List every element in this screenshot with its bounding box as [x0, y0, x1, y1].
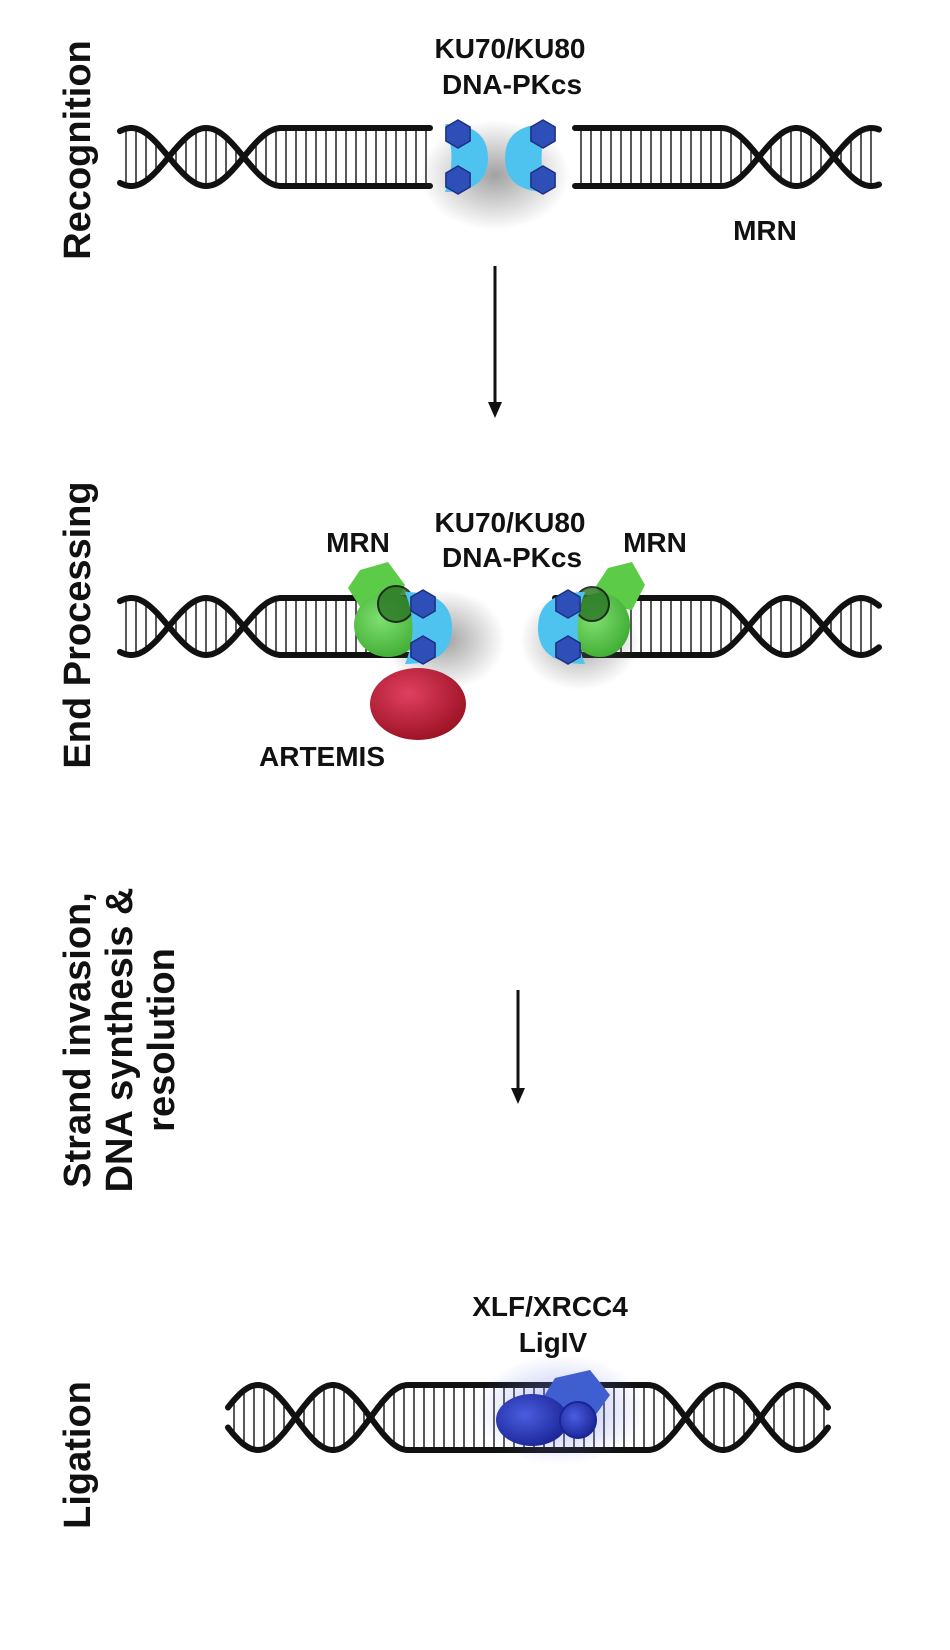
dna-strand — [117, 125, 433, 190]
dna-pkcs-hexagon-icon — [530, 165, 556, 195]
dna-pkcs-hexagon-icon — [555, 635, 581, 665]
stage-label-ligation: Ligation — [57, 1381, 99, 1529]
label-xlf-line2: LigIV — [519, 1327, 588, 1358]
ligiv-circle-icon — [559, 1401, 597, 1439]
dna-pkcs-hexagon-icon — [445, 119, 471, 149]
strand-invasion-line1: Strand invasion, — [57, 892, 99, 1188]
panel-recognition: KU70/KU80 DNA-PKcs MRN — [117, 33, 882, 246]
panel-end-processing: KU70/KU80 DNA-PKcs MRN MRN ARTEMIS — [117, 507, 882, 772]
xrcc4-oval-icon — [496, 1394, 568, 1446]
label-ku-line2: DNA-PKcs — [442, 69, 582, 100]
arrow-down-icon — [511, 990, 525, 1104]
label-artemis: ARTEMIS — [259, 741, 385, 772]
label-ku-line2: DNA-PKcs — [442, 542, 582, 573]
stage-label-recognition: Recognition — [57, 40, 99, 260]
dna-left-fragment — [117, 124, 433, 190]
dna-pkcs-hexagon-icon — [445, 165, 471, 195]
dna-pkcs-hexagon-icon — [530, 119, 556, 149]
panel-ligation: XLF/XRCC4 LigIV — [225, 1291, 831, 1465]
label-ku-line1: KU70/KU80 — [435, 33, 586, 64]
dna-pkcs-hexagon-icon — [555, 589, 581, 619]
dna-pkcs-hexagon-icon — [410, 635, 436, 665]
strand-invasion-line3: resolution — [141, 948, 183, 1132]
stage-label-end-processing: End Processing — [57, 481, 99, 768]
label-xlf-line1: XLF/XRCC4 — [472, 1291, 628, 1322]
label-mrn: MRN — [733, 215, 797, 246]
dna-strand — [572, 124, 882, 189]
label-mrn-right: MRN — [623, 527, 687, 558]
artemis-oval-icon — [370, 668, 466, 740]
strand-invasion-line2: DNA synthesis & — [99, 888, 141, 1193]
stage-label-strand-invasion: Strand invasion, DNA synthesis & resolut… — [57, 888, 183, 1193]
dna-strand — [117, 124, 433, 189]
label-ku-line1: KU70/KU80 — [435, 507, 586, 538]
dna-right-fragment — [572, 124, 882, 190]
label-mrn-left: MRN — [326, 527, 390, 558]
dna-strand — [572, 125, 882, 190]
dna-pkcs-hexagon-icon — [410, 589, 436, 619]
arrow-down-icon — [488, 266, 502, 418]
mrn-core — [377, 585, 415, 623]
